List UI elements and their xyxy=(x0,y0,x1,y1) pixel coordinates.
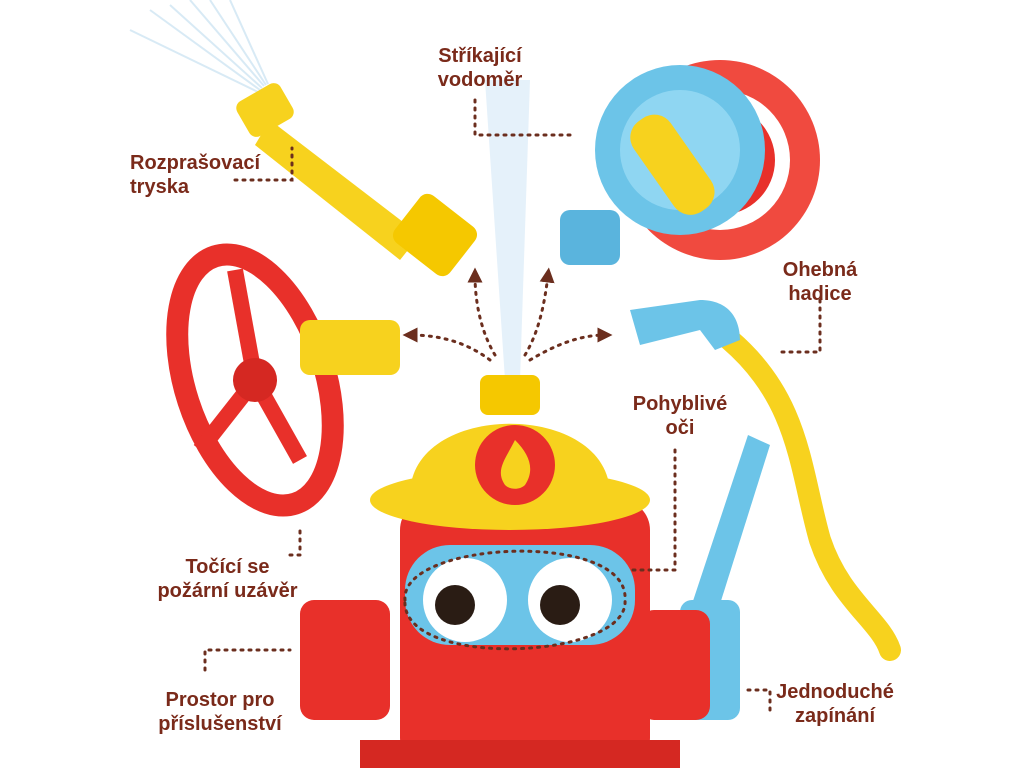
connector-easy-switch xyxy=(743,688,772,712)
sprinkler-meter xyxy=(560,60,820,265)
label-sprinkler-meter: Stříkající vodoměr xyxy=(420,44,540,92)
connector-rotating-valve xyxy=(288,528,302,557)
hydrant-character xyxy=(300,375,710,768)
arrow-right xyxy=(528,327,613,362)
label-moving-eyes-line2: oči xyxy=(665,417,695,439)
connector-sprinkler-meter xyxy=(473,98,577,137)
label-rotating-valve: Točící se požární uzávěr xyxy=(150,555,305,603)
label-spray-nozzle-line2: tryska xyxy=(130,176,189,198)
label-sprinkler-meter-line2: vodoměr xyxy=(437,69,523,91)
label-easy-switch-line2: zapínání xyxy=(794,705,875,727)
label-flexible-hose-line2: hadice xyxy=(788,283,852,305)
arrow-up-left xyxy=(467,267,497,357)
connector-flexible-hose xyxy=(778,298,822,354)
connector-accessory-space xyxy=(203,648,292,672)
connector-moving-eyes xyxy=(628,448,677,572)
flexible-hose xyxy=(630,300,901,661)
label-moving-eyes-line1: Pohyblivé xyxy=(632,393,728,415)
flame-icon xyxy=(500,440,531,489)
label-flexible-hose: Ohebná hadice xyxy=(770,258,870,306)
label-moving-eyes: Pohyblivé oči xyxy=(625,392,735,440)
arrow-up-right xyxy=(523,267,555,357)
spray-nozzle xyxy=(236,83,478,277)
water-spray-icon xyxy=(129,0,530,380)
label-easy-switch-line1: Jednoduché xyxy=(776,681,894,703)
label-easy-switch: Jednoduché zapínání xyxy=(770,680,900,728)
label-accessory-space: Prostor pro příslušenství xyxy=(155,688,285,736)
label-rotating-valve-line1: Točící se xyxy=(185,556,270,578)
label-spray-nozzle-line1: Rozprašovací xyxy=(130,152,261,174)
label-accessory-space-line2: příslušenství xyxy=(158,713,282,735)
label-flexible-hose-line1: Ohebná xyxy=(782,259,858,281)
label-rotating-valve-line2: požární uzávěr xyxy=(157,580,298,602)
arrow-left xyxy=(402,327,492,362)
label-spray-nozzle: Rozprašovací tryska xyxy=(130,151,260,199)
label-accessory-space-line1: Prostor pro xyxy=(165,689,275,711)
rotating-valve-wheel xyxy=(166,243,400,517)
label-sprinkler-meter-line1: Stříkající xyxy=(438,45,522,67)
connector-spray-nozzle xyxy=(233,146,294,182)
